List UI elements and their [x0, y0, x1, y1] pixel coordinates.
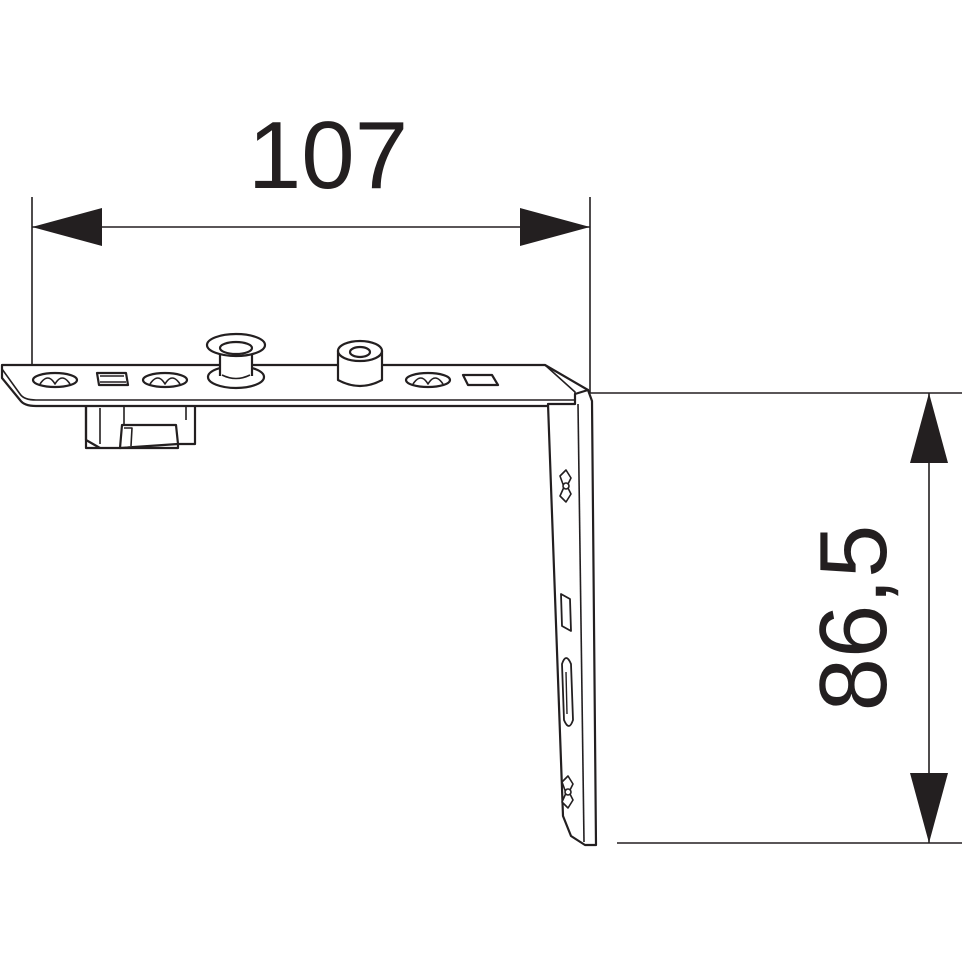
screw-hole-1: [31, 371, 79, 389]
cylinder-sleeve: [336, 339, 384, 388]
horizontal-arm-edge: [1, 368, 575, 401]
corner-bracket: [0, 332, 598, 847]
vertical-arm-edge: [577, 403, 585, 843]
height-arrow-bottom: [910, 773, 948, 843]
star-hole-bottom: [561, 775, 574, 809]
width-dimension: [31, 197, 591, 393]
width-dimension-label: 107: [248, 102, 408, 209]
height-dimension: [590, 392, 962, 844]
screw-hole-3: [404, 371, 452, 389]
height-dimension-label: 86,5: [800, 525, 907, 712]
width-arrow-right: [520, 208, 590, 246]
rect-slot-vertical: [560, 593, 572, 632]
clip-block: [84, 403, 197, 450]
square-slot-1: [95, 371, 130, 387]
vertical-arm: [546, 388, 598, 847]
screw-hole-2: [141, 371, 189, 389]
square-slot-2: [461, 373, 500, 387]
width-arrow-left: [32, 208, 102, 246]
pivot-pin: [205, 332, 267, 390]
long-slot-vertical: [561, 657, 574, 727]
star-hole-top: [559, 469, 572, 503]
height-arrow-top: [910, 393, 948, 463]
